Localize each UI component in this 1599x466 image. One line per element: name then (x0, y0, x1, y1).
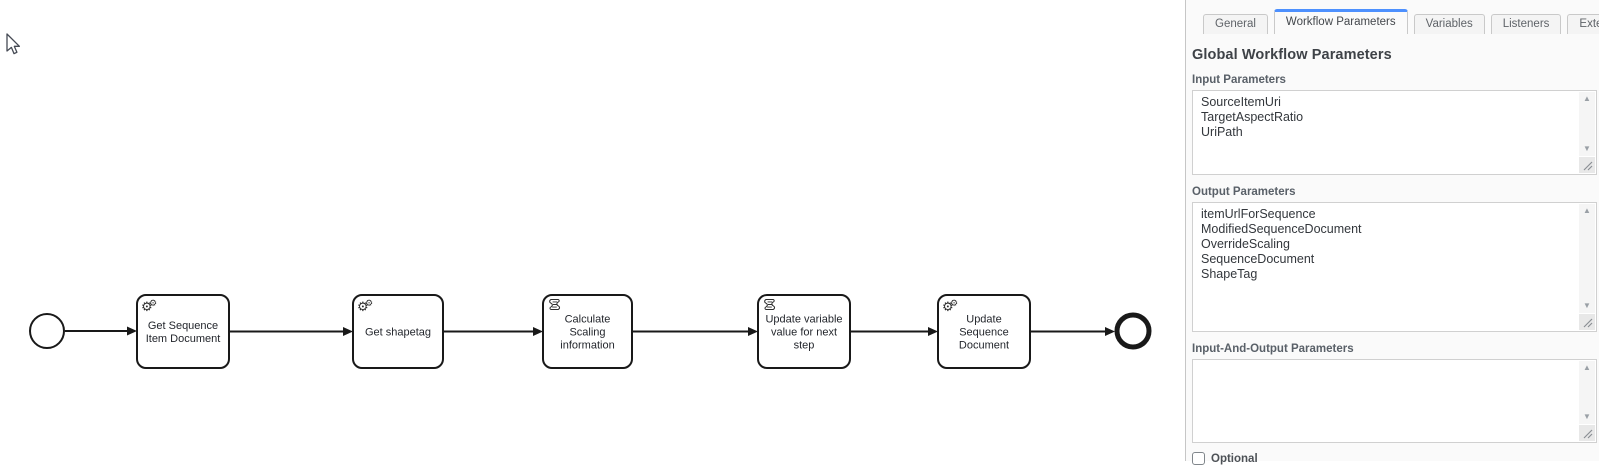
bpmn-start-event[interactable] (29, 313, 65, 349)
panel-content: Global Workflow Parameters Input Paramet… (1192, 47, 1597, 465)
sequence-flow[interactable] (1030, 327, 1115, 336)
section-label: Input-And-Output Parameters (1192, 343, 1354, 355)
sequence-flow[interactable] (443, 327, 543, 336)
tab-variables[interactable]: Variables (1413, 14, 1485, 34)
optional-row: Optional (1192, 452, 1596, 465)
scrollbar[interactable]: ▲▼ (1579, 204, 1595, 313)
resize-grip-icon[interactable] (1579, 425, 1595, 441)
list-items (1193, 360, 1596, 364)
section-label: Input Parameters (1192, 74, 1286, 86)
mouse-cursor-icon (5, 33, 25, 62)
gear-icon: ⚙ (365, 299, 373, 309)
script-icon (549, 299, 561, 310)
scroll-down-icon[interactable]: ▼ (1583, 301, 1591, 310)
list-item[interactable]: UriPath (1201, 125, 1243, 139)
tab-extensions[interactable]: Extensions (1567, 14, 1599, 34)
sequence-flow[interactable] (229, 327, 353, 336)
bpmn-service-task[interactable]: Get shapetag ⚙⚙ (352, 294, 444, 369)
optional-checkbox[interactable] (1192, 452, 1205, 465)
list-item[interactable]: ModifiedSequenceDocument (1201, 222, 1362, 236)
panel-title: Global Workflow Parameters (1192, 47, 1392, 63)
list-item[interactable]: OverrideScaling (1201, 237, 1290, 251)
resize-grip-icon[interactable] (1579, 157, 1595, 173)
scroll-up-icon[interactable]: ▲ (1583, 363, 1591, 372)
arrowhead-icon (127, 326, 137, 336)
scroll-up-icon[interactable]: ▲ (1583, 206, 1591, 215)
scrollbar[interactable]: ▲▼ (1579, 361, 1595, 424)
list-item[interactable]: itemUrlForSequence (1201, 207, 1316, 221)
gear-icon: ⚙ (942, 300, 954, 315)
script-icon (764, 299, 776, 310)
task-label: Get shapetag (365, 327, 431, 339)
tab-listeners[interactable]: Listeners (1490, 14, 1562, 34)
bpmn-end-event[interactable] (1114, 312, 1152, 350)
arrowhead-icon (748, 327, 758, 336)
sequence-flow[interactable] (632, 327, 758, 336)
gear-icon: ⚙ (141, 300, 153, 315)
optional-checkbox-label: Optional (1211, 452, 1258, 465)
list-item[interactable]: SequenceDocument (1201, 252, 1315, 266)
list-item[interactable]: TargetAspectRatio (1201, 110, 1304, 124)
list-item[interactable]: ShapeTag (1201, 267, 1258, 281)
scroll-up-icon[interactable]: ▲ (1583, 94, 1591, 103)
scrollbar[interactable]: ▲▼ (1579, 92, 1595, 156)
gear-icon: ⚙ (950, 299, 958, 309)
arrowhead-icon (533, 327, 543, 336)
arrowhead-icon (928, 327, 938, 336)
tab-workflow-parameters[interactable]: Workflow Parameters (1273, 9, 1408, 34)
sequence-flow[interactable] (65, 326, 137, 336)
gear-icon: ⚙ (357, 300, 369, 315)
arrowhead-icon (343, 327, 353, 336)
scroll-down-icon[interactable]: ▼ (1583, 412, 1591, 421)
sequence-flow[interactable] (850, 327, 938, 336)
listbox-input-and-output-parameters[interactable]: ▲▼ (1192, 359, 1597, 443)
section-label: Output Parameters (1192, 186, 1296, 198)
arrowhead-icon (1105, 327, 1115, 336)
gear-icon: ⚙ (149, 299, 157, 309)
list-item[interactable]: SourceItemUri (1201, 95, 1281, 109)
resize-grip-icon[interactable] (1579, 314, 1595, 330)
scroll-down-icon[interactable]: ▼ (1583, 144, 1591, 153)
tab-general[interactable]: General (1203, 14, 1268, 34)
